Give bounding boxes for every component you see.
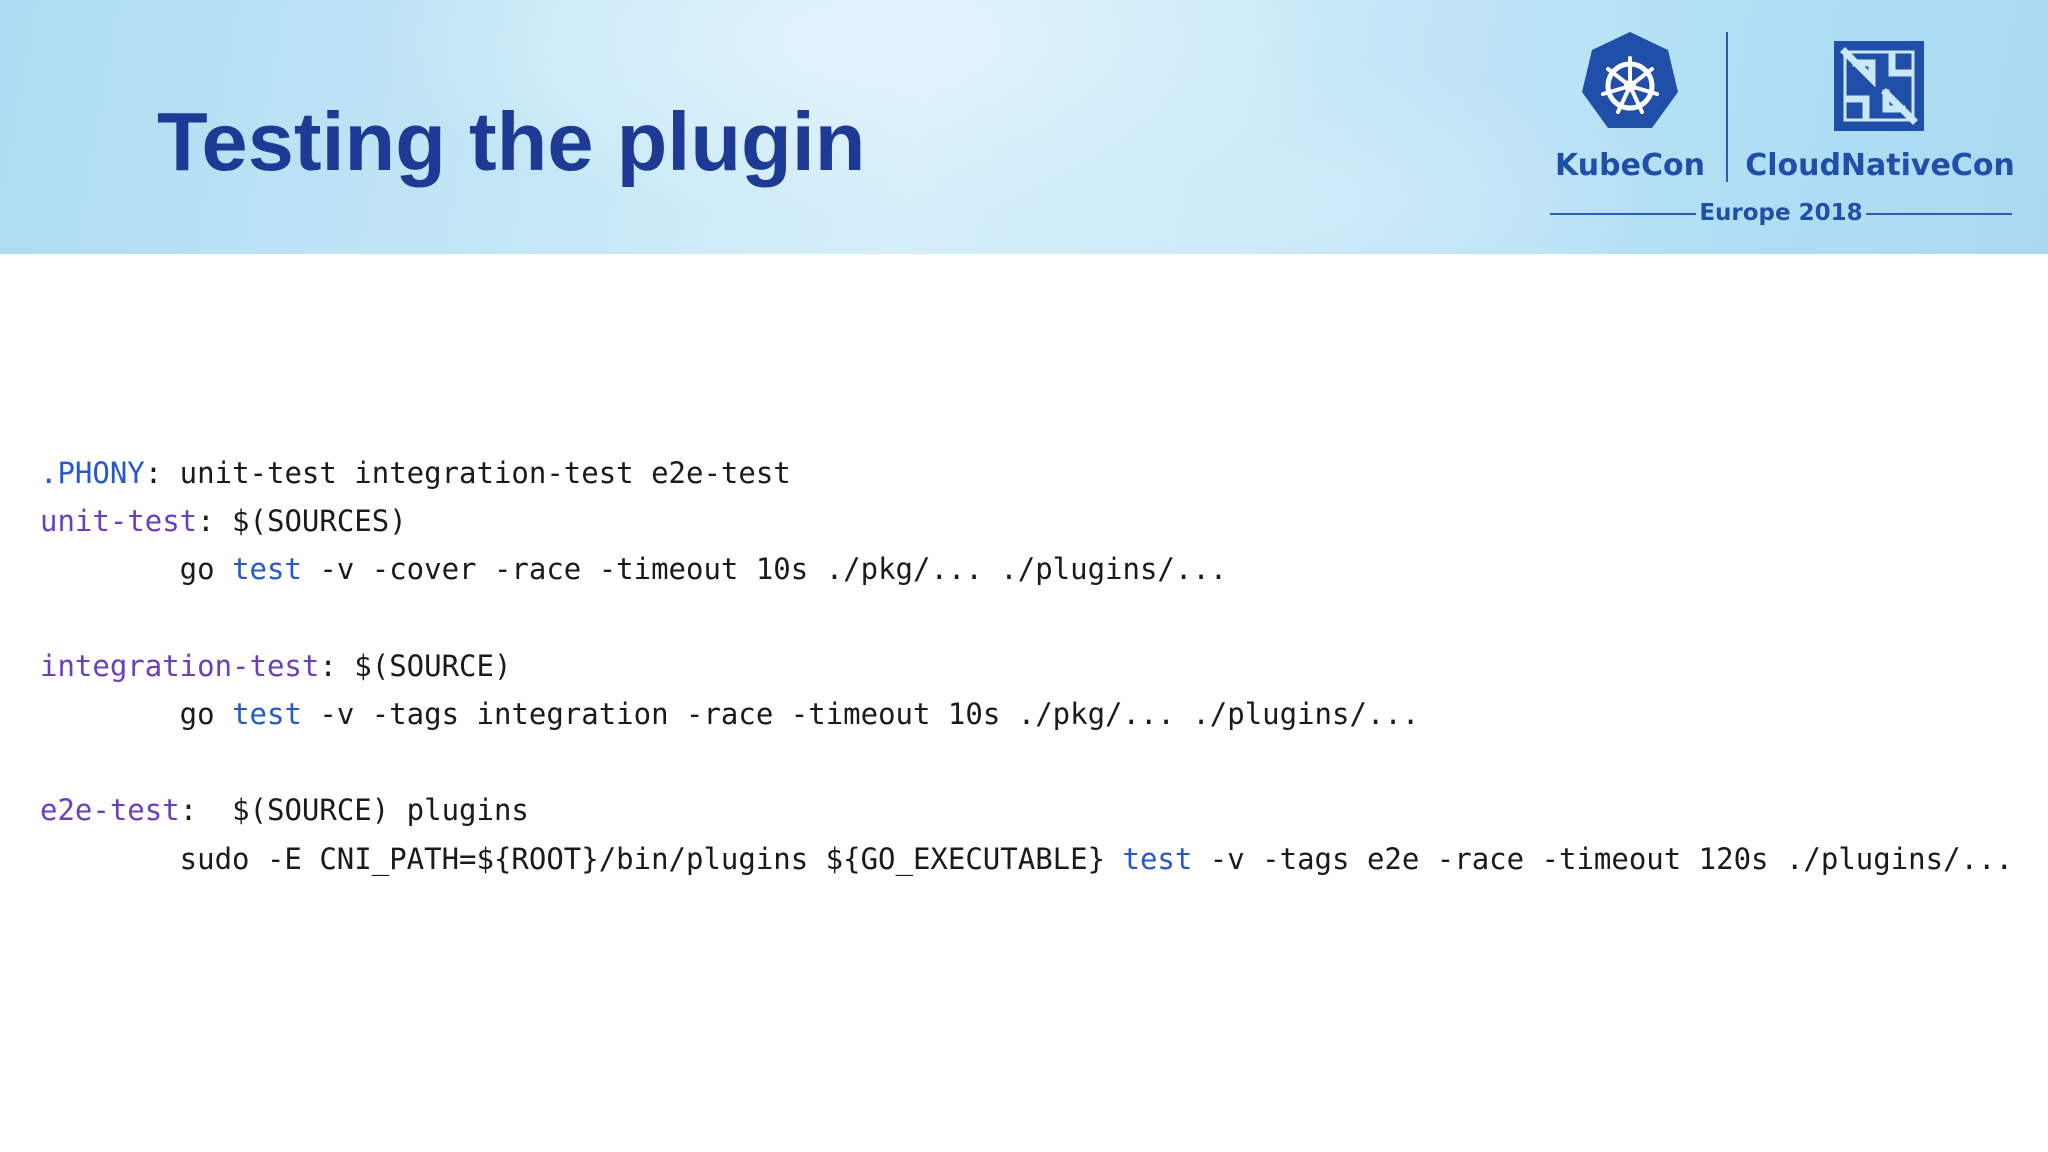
code-token-keyword: test [1122,841,1193,876]
code-token-text: : $(SOURCE) [319,648,512,683]
code-line: e2e-test: $(SOURCE) plugins [40,786,2013,834]
code-blank-line [40,594,2013,642]
makefile-code-block: .PHONY: unit-test integration-test e2e-t… [40,449,2013,883]
code-token-target: e2e-test [40,793,180,828]
code-line: .PHONY: unit-test integration-test e2e-t… [40,449,2013,497]
code-token-target: unit-test [40,504,198,539]
code-token-keyword: .PHONY [40,456,145,490]
code-token-target: integration-test [40,648,320,683]
code-line: sudo -E CNI_PATH=${ROOT}/bin/plugins ${G… [40,835,2013,883]
code-token-keyword: test [232,552,302,587]
code-blank-line [40,738,2013,786]
code-line: go test -v -tags integration -race -time… [40,690,2013,738]
code-token-text: -v -cover -race -timeout 10s ./pkg/... .… [301,552,1228,587]
code-token-text: go [40,552,233,587]
event-rule-right [1866,213,2012,215]
code-token-keyword: test [232,696,302,731]
code-token-text: sudo -E CNI_PATH=${ROOT}/bin/plugins ${G… [40,841,1123,876]
code-line: unit-test: $(SOURCES) [40,497,2013,545]
kubernetes-helm-icon [1582,32,1678,128]
code-token-text: : unit-test integration-test e2e-test [144,456,791,490]
kubecon-label: KubeCon [1555,148,1705,183]
cncf-icon [1834,41,1924,131]
logo-divider [1726,32,1728,182]
code-token-text: : $(SOURCES) [197,504,407,539]
code-line: go test -v -cover -race -timeout 10s ./p… [40,545,2013,593]
code-token-text: -v -tags integration -race -timeout 10s … [301,696,1420,731]
event-rule-left [1550,213,1696,215]
slide-title: Testing the plugin [157,95,866,188]
code-token-text: : $(SOURCE) plugins [179,793,529,828]
slide-header: Testing the plugin KubeCon CloudNativeCo… [0,0,2048,254]
code-token-text: -v -tags e2e -race -timeout 120s ./plugi… [1192,841,2013,876]
code-token-text: go [40,696,233,731]
cloudnativecon-label: CloudNativeCon [1745,148,2015,183]
code-line: integration-test: $(SOURCE) [40,642,2013,690]
event-label: Europe 2018 [1699,200,1863,226]
